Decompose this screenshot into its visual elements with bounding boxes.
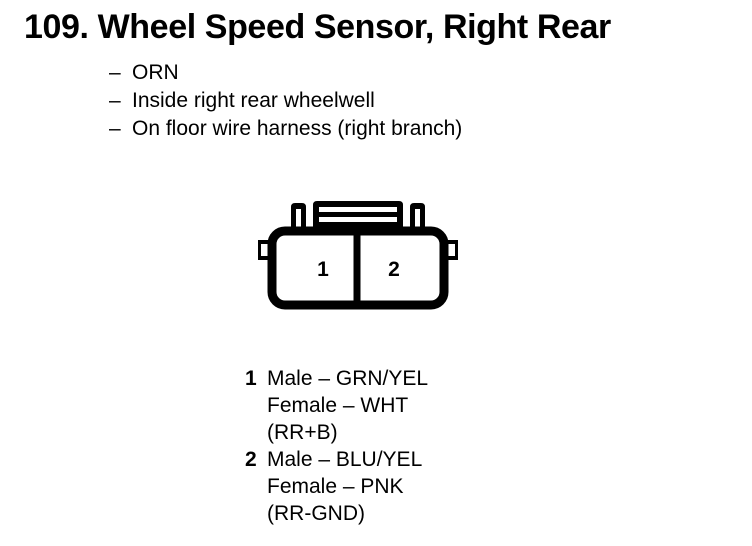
connector-diagram: 1 2 <box>255 196 465 316</box>
legend-pin-1-number: 1 <box>245 367 257 390</box>
legend-pin-1-female: Female – WHT <box>267 394 409 417</box>
legend-pin-1-circuit: (RR+B) <box>267 421 338 444</box>
legend-pin-1-details: Male – GRN/YEL Female – WHT (RR+B) <box>267 365 428 446</box>
list-item: – On floor wire harness (right branch) <box>109 115 462 143</box>
dash-icon: – <box>109 89 121 112</box>
legend-pin-1-male: Male – GRN/YEL <box>267 367 429 390</box>
attribute-harness: On floor wire harness (right branch) <box>132 117 463 140</box>
attribute-list: – ORN – Inside right rear wheelwell – On… <box>109 59 462 143</box>
connector-pin-1-label: 1 <box>317 258 329 281</box>
list-item: – ORN <box>109 59 462 87</box>
legend-pin-2-number: 2 <box>245 448 257 471</box>
list-item: 2 Male – BLU/YEL Female – PNK (RR-GND) <box>245 446 428 527</box>
connector-latch-block <box>313 201 403 232</box>
attribute-wire-color: ORN <box>132 61 179 84</box>
legend-pin-2-details: Male – BLU/YEL Female – PNK (RR-GND) <box>267 446 422 527</box>
pin-legend: 1 Male – GRN/YEL Female – WHT (RR+B) 2 M… <box>245 365 428 527</box>
attribute-location: Inside right rear wheelwell <box>132 89 375 112</box>
connector-top-tab-right <box>410 203 425 232</box>
dash-icon: – <box>109 61 121 84</box>
list-item: 1 Male – GRN/YEL Female – WHT (RR+B) <box>245 365 428 446</box>
connector-pin-2-label: 2 <box>388 258 400 281</box>
dash-icon: – <box>109 117 121 140</box>
legend-pin-2-female: Female – PNK <box>267 475 404 498</box>
list-item: – Inside right rear wheelwell <box>109 87 462 115</box>
connector-top-tab-left <box>291 203 306 232</box>
page-title: 109. Wheel Speed Sensor, Right Rear <box>24 8 611 46</box>
legend-pin-2-circuit: (RR-GND) <box>267 502 365 525</box>
legend-pin-2-male: Male – BLU/YEL <box>267 448 423 471</box>
